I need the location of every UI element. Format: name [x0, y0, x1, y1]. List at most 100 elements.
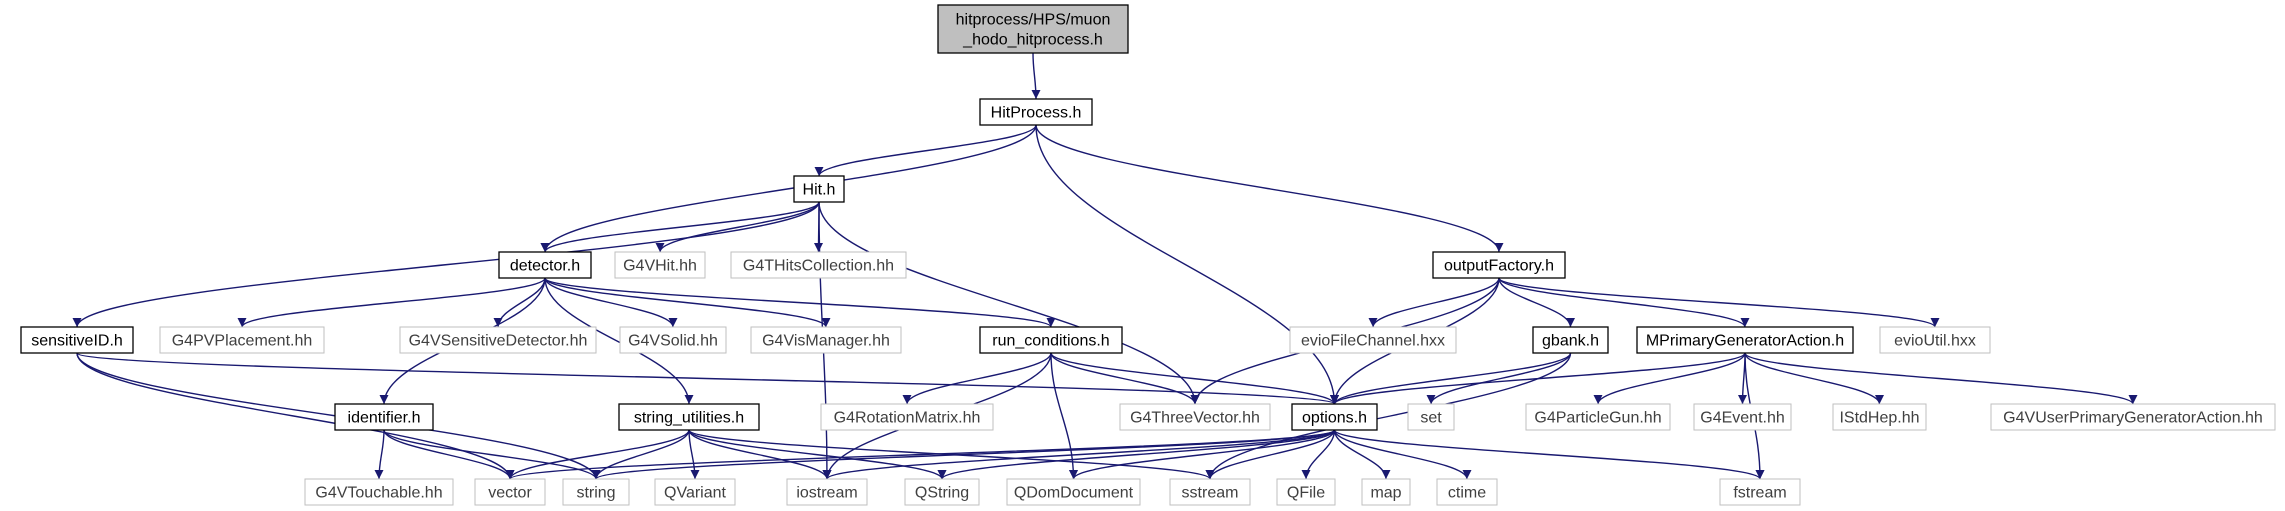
- node-label: MPrimaryGeneratorAction.h: [1646, 333, 1844, 350]
- edge-mprimary-to-options: [1330, 352, 1746, 405]
- edge-root-to-hitprocess: [1031, 52, 1041, 100]
- node-box: [334, 403, 434, 431]
- node-label: options.h: [1302, 410, 1367, 427]
- node-box: [1436, 478, 1498, 506]
- node-label: G4VSensitiveDetector.hh: [409, 333, 588, 350]
- node-box: [1636, 326, 1854, 354]
- node-options[interactable]: options.h: [1291, 403, 1378, 431]
- node-map: map: [1361, 478, 1411, 506]
- node-label: run_conditions.h: [992, 333, 1109, 350]
- node-box: [614, 251, 706, 279]
- edge-mprimary-to-istdhep: [1744, 352, 1884, 405]
- node-label: sstream: [1182, 485, 1239, 502]
- node-box: [979, 98, 1093, 126]
- node-box: [1832, 403, 1927, 431]
- edge-options-to-qfile: [1301, 429, 1336, 480]
- node-box: [498, 251, 592, 279]
- node-runconditions[interactable]: run_conditions.h: [979, 326, 1123, 354]
- edge-detector-to-runconditions: [544, 277, 1056, 328]
- node-g4threevector: G4ThreeVector.hh: [1119, 403, 1271, 431]
- node-qfile: QFile: [1276, 478, 1336, 506]
- node-set: set: [1407, 403, 1455, 431]
- node-qdomdocument: QDomDocument: [1006, 478, 1141, 506]
- node-box: [1276, 478, 1336, 506]
- node-label: HitProcess.h: [991, 105, 1082, 122]
- node-sensitiveid[interactable]: sensitiveID.h: [20, 326, 134, 354]
- node-outputfactory[interactable]: outputFactory.h: [1432, 251, 1566, 279]
- node-root[interactable]: hitprocess/HPS/muon_hodo_hitprocess.h: [937, 4, 1129, 54]
- node-label: ctime: [1448, 485, 1486, 502]
- node-label: QDomDocument: [1014, 485, 1134, 502]
- node-box: [159, 326, 325, 354]
- edge-detector-to-g4vismanager: [544, 277, 831, 328]
- node-stringutilities[interactable]: string_utilities.h: [618, 403, 760, 431]
- node-hitprocess[interactable]: HitProcess.h: [979, 98, 1093, 126]
- edge-options-to-string: [591, 429, 1336, 480]
- node-box: [979, 326, 1123, 354]
- node-mprimary[interactable]: MPrimaryGeneratorAction.h: [1636, 326, 1854, 354]
- node-box: [654, 478, 736, 506]
- node-label: IStdHep.hh: [1839, 410, 1919, 427]
- node-g4vhit: G4VHit.hh: [614, 251, 706, 279]
- edge-outputfactory-to-eviofilechannel: [1368, 277, 1500, 328]
- node-box: [399, 326, 597, 354]
- edge-outputfactory-to-mprimary: [1498, 277, 1750, 328]
- node-g4vuserprimary: G4VUserPrimaryGeneratorAction.hh: [1990, 403, 2276, 431]
- node-label: hitprocess/HPS/muon: [956, 12, 1111, 29]
- node-box: [730, 251, 907, 279]
- node-hit[interactable]: Hit.h: [793, 175, 845, 203]
- edge-options-to-iostream: [822, 429, 1336, 480]
- edge-gbank-to-set: [1426, 352, 1572, 405]
- node-box: [304, 478, 454, 506]
- node-box: [1006, 478, 1141, 506]
- node-vector: vector: [474, 478, 546, 506]
- node-g4pvplacement: G4PVPlacement.hh: [159, 326, 325, 354]
- node-box: [618, 403, 760, 431]
- node-fstream: fstream: [1719, 478, 1801, 506]
- edge-runconditions-to-qdomdocument: [1050, 352, 1078, 480]
- edge-hit-to-sensitiveid: [72, 201, 820, 328]
- node-label: vector: [488, 485, 532, 502]
- node-box: [1361, 478, 1411, 506]
- edge-runconditions-to-g4rotation: [902, 352, 1052, 405]
- node-label: outputFactory.h: [1444, 258, 1554, 275]
- edge-hit-to-g4vhit: [655, 201, 820, 253]
- edge-stringutilities-to-qstring: [688, 429, 947, 480]
- node-layer: hitprocess/HPS/muon_hodo_hitprocess.hHit…: [20, 4, 2276, 506]
- edge-hitprocess-to-options: [1035, 124, 1339, 405]
- edge-gbank-to-sstream: [1205, 352, 1572, 480]
- node-detector[interactable]: detector.h: [498, 251, 592, 279]
- edge-detector-to-stringutilities: [544, 277, 694, 405]
- node-eviofilechannel: evioFileChannel.hxx: [1289, 326, 1457, 354]
- edge-options-to-map: [1333, 429, 1391, 480]
- node-label: QVariant: [664, 485, 727, 502]
- node-gbank[interactable]: gbank.h: [1532, 326, 1609, 354]
- node-box: [1693, 403, 1792, 431]
- node-box: [750, 326, 902, 354]
- node-string: string: [562, 478, 630, 506]
- node-label: QFile: [1287, 485, 1325, 502]
- node-box: [474, 478, 546, 506]
- edge-runconditions-to-options: [1050, 352, 1339, 405]
- node-iostream: iostream: [786, 478, 868, 506]
- node-label: G4VisManager.hh: [762, 333, 890, 350]
- node-sstream: sstream: [1169, 478, 1251, 506]
- node-box: [619, 326, 727, 354]
- node-identifier[interactable]: identifier.h: [334, 403, 434, 431]
- node-label: iostream: [796, 485, 857, 502]
- node-box: [1291, 403, 1378, 431]
- node-label: G4THitsCollection.hh: [743, 258, 894, 275]
- node-box: [820, 403, 994, 431]
- edge-identifier-to-string: [383, 429, 601, 480]
- node-box: [1432, 251, 1566, 279]
- node-label: G4RotationMatrix.hh: [834, 410, 981, 427]
- node-box: [1407, 403, 1455, 431]
- node-g4vsensitive: G4VSensitiveDetector.hh: [399, 326, 597, 354]
- node-g4event: G4Event.hh: [1693, 403, 1792, 431]
- node-qvariant: QVariant: [654, 478, 736, 506]
- node-box: [1525, 403, 1671, 431]
- node-istdhep: IStdHep.hh: [1832, 403, 1927, 431]
- edge-options-to-fstream: [1333, 429, 1765, 480]
- node-label: detector.h: [510, 258, 580, 275]
- edge-hitprocess-to-detector: [540, 124, 1037, 253]
